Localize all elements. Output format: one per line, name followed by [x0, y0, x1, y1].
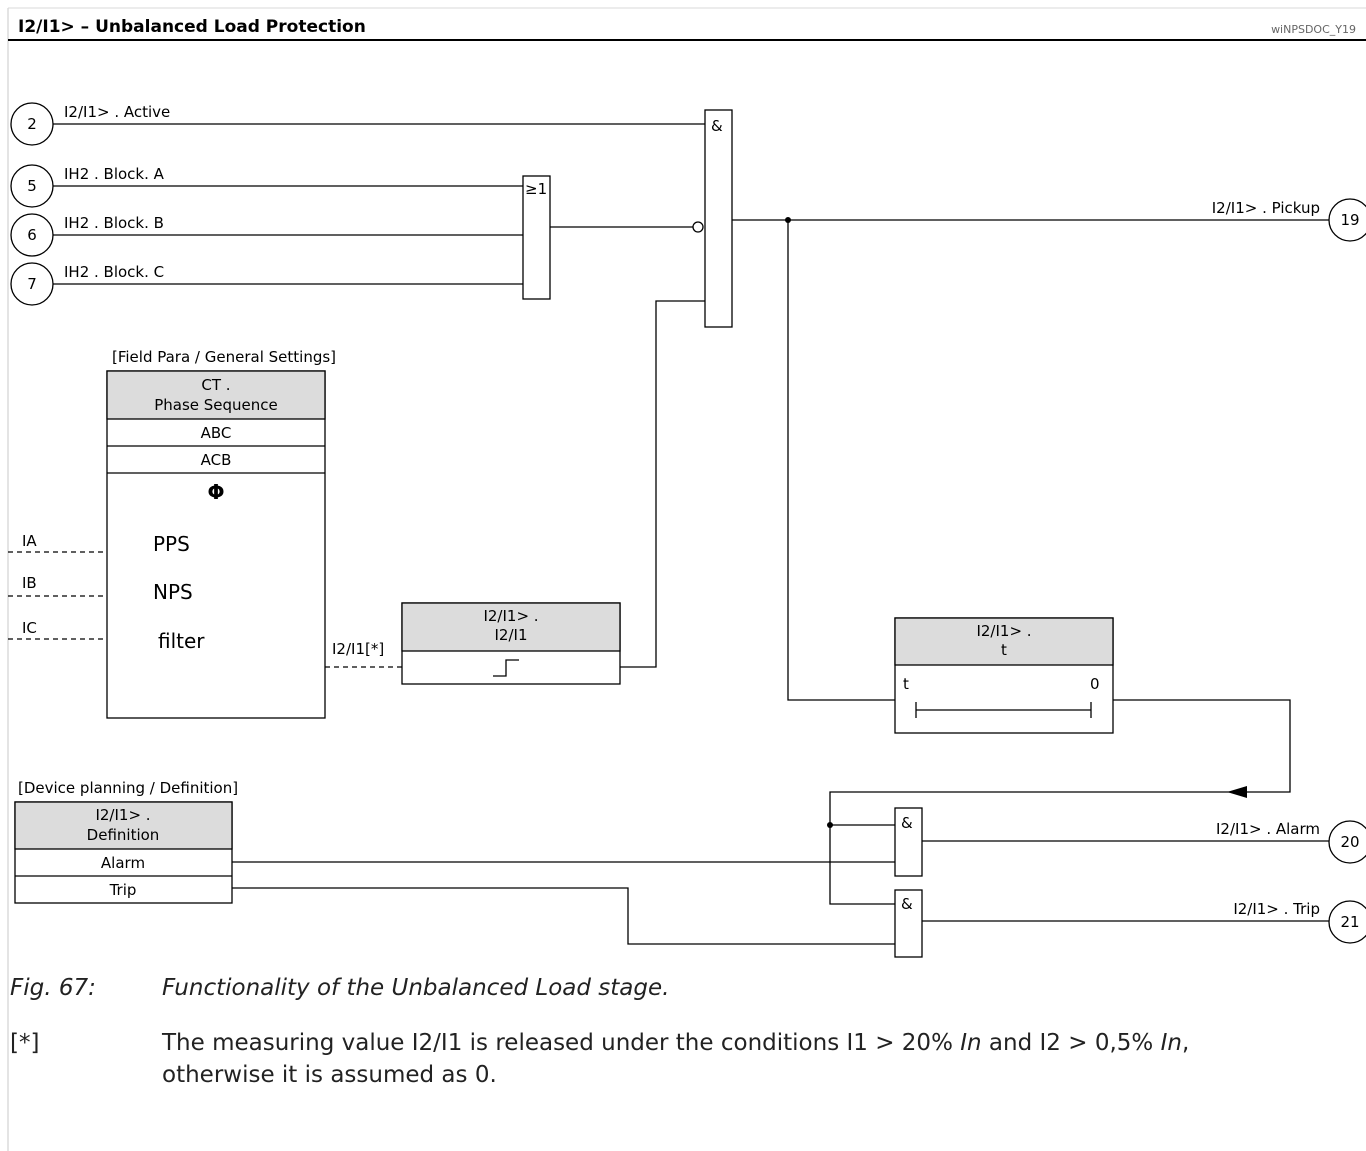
- footnote-text-b: and I2 > 0,5%: [982, 1030, 1161, 1056]
- ct-block-title-1: CT .: [201, 376, 230, 394]
- output-circle-21: [1328, 900, 1366, 944]
- output-circle-19: [1328, 198, 1366, 242]
- definition-title-1: I2/I1> .: [95, 806, 150, 824]
- timer-end-label: 0: [1090, 675, 1100, 693]
- input-number-7: 7: [27, 275, 37, 293]
- timer-start-label: t: [903, 675, 909, 693]
- and-gate-trip: [894, 889, 923, 958]
- and-gate-alarm: [894, 807, 923, 877]
- output-label-alarm: I2/I1> . Alarm: [1216, 820, 1320, 838]
- and-gate-trip-symbol: &: [901, 895, 913, 913]
- output-number-19: 19: [1340, 211, 1359, 229]
- input-label-active: I2/I1> . Active: [64, 103, 170, 121]
- doc-id: wiNPSDOC_Y19: [1271, 23, 1356, 36]
- input-number-6: 6: [27, 226, 37, 244]
- input-block-b: 6 IH2 . Block. B: [10, 213, 523, 257]
- footnote-text-a: The measuring value I2/I1 is released un…: [161, 1030, 960, 1056]
- threshold-title-1: I2/I1> .: [483, 607, 538, 625]
- ct-block-title-2: Phase Sequence: [154, 396, 278, 414]
- footnote-text-c: ,: [1182, 1030, 1189, 1056]
- input-block-c: 7 IH2 . Block. C: [10, 262, 523, 306]
- definition-option-trip: Trip: [109, 881, 137, 899]
- input-label-block-c: IH2 . Block. C: [64, 263, 164, 281]
- footnote-in-1: In: [960, 1030, 981, 1056]
- or-gate-symbol: ≥1: [525, 180, 547, 198]
- ct-option-abc: ABC: [201, 424, 232, 442]
- threshold-step-icon: [493, 659, 519, 677]
- ct-row-filter: filter: [158, 629, 205, 653]
- negation-bubble: [692, 221, 704, 233]
- figure-caption: Functionality of the Unbalanced Load sta…: [162, 975, 669, 1001]
- timer-title-2: t: [1001, 641, 1007, 659]
- threshold-block-header: [401, 602, 621, 652]
- junction-dot-2: [827, 822, 833, 828]
- footnote-in-2: In: [1161, 1030, 1182, 1056]
- ct-block-path: [Field Para / General Settings]: [112, 348, 336, 366]
- arrow-left: [1227, 786, 1247, 798]
- definition-block-path: [Device planning / Definition]: [18, 779, 238, 797]
- timer-output-wire: [829, 699, 1291, 905]
- input-block-a: 5 IH2 . Block. A: [10, 164, 523, 208]
- output-circle-20: [1328, 820, 1366, 864]
- ct-block: [106, 370, 326, 719]
- ct-row-nps: NPS: [153, 580, 193, 604]
- or-gate: [522, 175, 551, 300]
- trip-select-wire: [232, 887, 895, 945]
- input-number-5: 5: [27, 177, 37, 195]
- definition-block-header: [14, 801, 233, 850]
- phi-symbol: Φ: [207, 480, 224, 504]
- definition-option-alarm: Alarm: [101, 854, 145, 872]
- and-gate-main: [704, 109, 733, 328]
- and-gate-main-symbol: &: [711, 117, 723, 135]
- and-gate-alarm-symbol: &: [901, 814, 913, 832]
- output-label-pickup: I2/I1> . Pickup: [1212, 199, 1320, 217]
- input-label-block-a: IH2 . Block. A: [64, 165, 165, 183]
- measured-value-label: I2/I1[*]: [332, 640, 384, 658]
- footnote-line-2: otherwise it is assumed as 0.: [162, 1062, 497, 1088]
- footnote-line-1: The measuring value I2/I1 is released un…: [161, 1030, 1189, 1056]
- input-label-block-b: IH2 . Block. B: [64, 214, 164, 232]
- ct-block-header: [106, 370, 326, 420]
- diagram-title: I2/I1> – Unbalanced Load Protection: [18, 17, 366, 37]
- input-number-2: 2: [27, 115, 37, 133]
- current-ia: IA: [22, 532, 37, 550]
- ct-row-pps: PPS: [153, 532, 190, 556]
- definition-title-2: Definition: [87, 826, 160, 844]
- threshold-to-and-wire: [620, 300, 705, 668]
- current-ic: IC: [22, 619, 37, 637]
- footnote-marker: [*]: [10, 1030, 39, 1056]
- output-number-21: 21: [1340, 913, 1359, 931]
- timer-block-header: [894, 617, 1114, 666]
- threshold-title-2: I2/I1: [495, 626, 528, 644]
- output-number-20: 20: [1340, 833, 1359, 851]
- current-ib: IB: [22, 574, 37, 592]
- figure-number: Fig. 67:: [10, 975, 96, 1001]
- ct-option-acb: ACB: [201, 451, 232, 469]
- timer-title-1: I2/I1> .: [976, 622, 1031, 640]
- input-active: 2 I2/I1> . Active: [10, 102, 705, 146]
- output-label-trip: I2/I1> . Trip: [1233, 900, 1320, 918]
- pickup-to-timer-wire: [787, 220, 895, 701]
